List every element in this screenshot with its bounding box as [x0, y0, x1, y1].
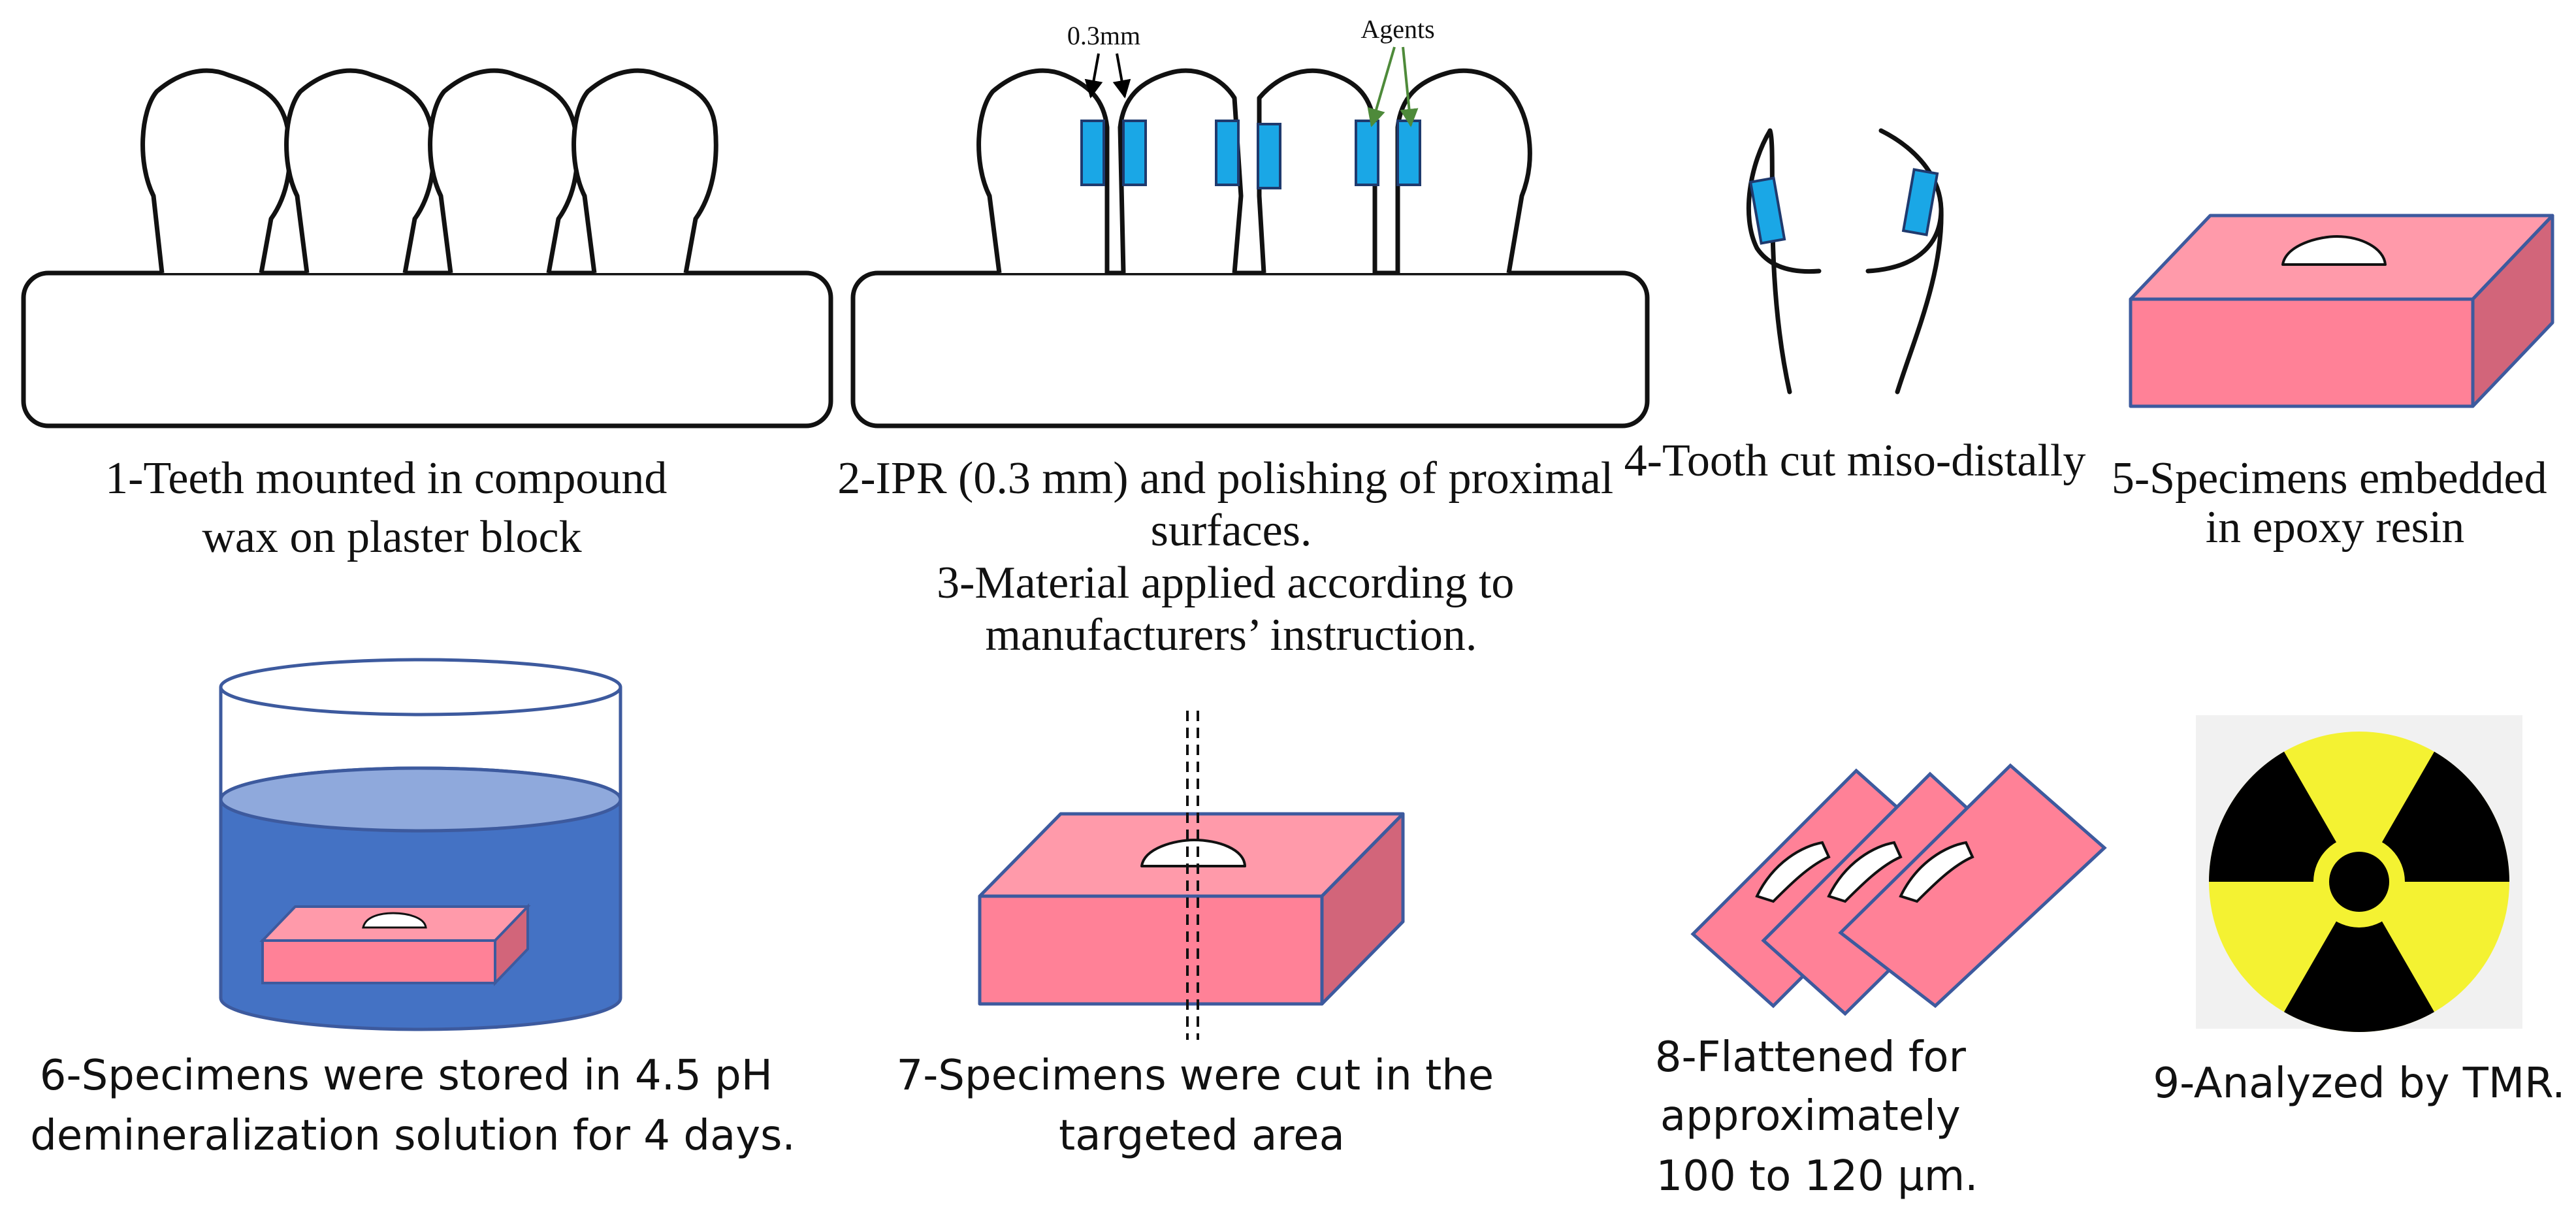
- gap-arrow: [1112, 53, 1131, 99]
- step-9-caption: 9-Analyzed by TMR.: [2153, 1059, 2565, 1108]
- step-5-caption-line-2: in epoxy resin: [2206, 502, 2465, 553]
- agent-layer: [1748, 176, 1786, 245]
- resin-side-face: [1320, 812, 1405, 1006]
- tooth-half-right: [1895, 206, 1944, 395]
- step-9-caption-line-1: 9-Analyzed by TMR.: [2153, 1059, 2565, 1108]
- agents-arrow: [1367, 46, 1396, 127]
- step-7-caption: 7-Specimens were cut in the targeted are…: [897, 1052, 1507, 1160]
- panel-4-tooth-cut: [1746, 128, 1944, 395]
- section-slice: [1838, 763, 2107, 1008]
- gap-arrow: [1084, 53, 1103, 99]
- step-7-caption-line-1: 7-Specimens were cut in the: [897, 1052, 1494, 1100]
- step-3-caption-line-2: manufacturers’ instruction.: [986, 610, 1477, 660]
- step-5-caption-line-1: 5-Specimens embedded: [2112, 453, 2547, 504]
- step-1-line-1: 1-Teeth mounted in compound: [105, 453, 667, 504]
- agent-layer: [1901, 168, 1939, 236]
- panel-6-beaker: [219, 658, 622, 1031]
- step-6-caption: 6-Specimens were stored in 4.5 pH demine…: [30, 1052, 796, 1160]
- resin-front-face: [2129, 297, 2475, 408]
- tooth: [140, 68, 293, 274]
- resin-side-face: [2471, 214, 2554, 408]
- tooth: [1395, 68, 1532, 274]
- step-4-caption-line-1: 4-Tooth cut miso-distally: [1624, 436, 2086, 486]
- tooth: [428, 68, 580, 274]
- agent-layer: [1396, 120, 1421, 186]
- step-6-caption-line-1: 6-Specimens were stored in 4.5 pH: [40, 1052, 773, 1100]
- tooth: [572, 68, 718, 274]
- step-1-caption: 1-Teeth mounted in compound wax on plast…: [105, 453, 679, 562]
- agent-layer: [1122, 120, 1147, 186]
- tooth-half-left: [1746, 128, 1822, 274]
- step-2-caption: 2-IPR (0.3 mm) and polishing of proximal…: [837, 453, 1624, 556]
- radiation-trefoil-icon: [2209, 732, 2509, 1033]
- panel-7-cut-block: [978, 711, 1405, 1040]
- resin-front-face: [978, 894, 1324, 1006]
- step-4-caption: 4-Tooth cut miso-distally: [1624, 436, 2086, 486]
- panel-9-tmr: [2196, 715, 2522, 1033]
- beaker-rim: [219, 658, 622, 717]
- embedded-specimen: [1140, 839, 1246, 867]
- step-7-caption-line-2: targeted area: [1059, 1112, 1345, 1160]
- step-3-caption-line-1: 3-Material applied according to: [937, 558, 1514, 608]
- agent-layer: [1080, 120, 1105, 186]
- embedded-specimen: [2281, 235, 2387, 266]
- agent-layer: [1355, 120, 1379, 186]
- panel-5-epoxy-block: [2129, 214, 2554, 408]
- tooth: [1257, 68, 1377, 274]
- panel-2-ipr-agents: 0.3mm Agents: [850, 14, 1650, 428]
- step-3-caption: 3-Material applied according to manufact…: [937, 558, 1526, 660]
- tooth: [1118, 68, 1244, 274]
- step-8-caption-line-1: 8-Flattened for: [1655, 1033, 1967, 1082]
- step-1-line-2: wax on plaster block: [202, 512, 581, 562]
- panel-8-flattened-sections: [1690, 763, 2107, 1016]
- agent-layer: [1215, 120, 1240, 186]
- panel-1-teeth-mounted: [21, 68, 833, 428]
- tooth-half-left: [1767, 128, 1792, 395]
- step-5-caption: 5-Specimens embedded in epoxy resin: [2112, 453, 2558, 553]
- submerged-specimen: [259, 903, 531, 986]
- plaster-block: [850, 270, 1650, 428]
- gap-label: 0.3mm: [1067, 21, 1140, 50]
- agent-layer: [1257, 123, 1281, 189]
- solution-surface: [219, 766, 622, 833]
- tooth: [284, 68, 436, 274]
- step-2-caption-line-1: 2-IPR (0.3 mm) and polishing of proximal: [837, 453, 1613, 504]
- plaster-block: [21, 270, 833, 428]
- step-8-caption-line-3: 100 to 120 µm.: [1656, 1152, 1978, 1201]
- agents-label: Agents: [1360, 14, 1434, 44]
- step-6-caption-line-2: demineralization solution for 4 days.: [30, 1112, 796, 1160]
- step-8-caption-line-2: approximately: [1660, 1092, 1961, 1140]
- step-8-caption: 8-Flattened for approximately 100 to 120…: [1655, 1033, 1979, 1201]
- agents-arrow: [1400, 46, 1419, 127]
- step-2-caption-line-2: surfaces.: [1151, 506, 1312, 556]
